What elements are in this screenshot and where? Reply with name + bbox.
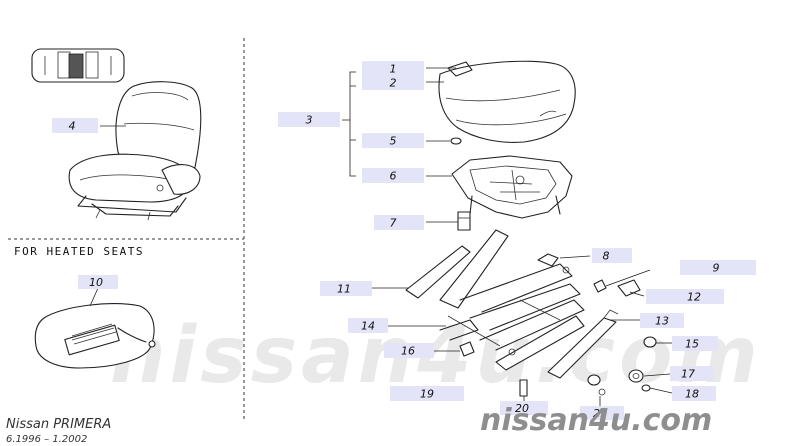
- nut-part-17-illustration: [628, 369, 644, 383]
- seat-heater-pad-illustration: [34, 303, 156, 369]
- leader-lines: [89, 67, 673, 406]
- svg-text:2: 2: [390, 77, 397, 90]
- bolt-part-20-illustration: [519, 379, 528, 397]
- svg-text:20: 20: [515, 402, 529, 415]
- svg-text:12: 12: [687, 291, 701, 304]
- callout-labels: 1 2 3 4 5 6 7 8: [52, 61, 756, 420]
- footer-period: 6.1996 – 1.2002: [6, 434, 87, 445]
- heated-seats-heading: FOR HEATED SEATS: [14, 245, 144, 258]
- callout-13: 13: [640, 313, 684, 328]
- callout-4: 4: [52, 118, 98, 133]
- svg-text:8: 8: [603, 250, 610, 263]
- hog-ring-illustration: [450, 137, 462, 145]
- callout-21: 21: [580, 406, 624, 420]
- callout-5: 5: [362, 133, 424, 148]
- svg-text:9: 9: [713, 262, 720, 275]
- svg-text:7: 7: [390, 217, 397, 230]
- vehicle-location-icon: [31, 48, 125, 83]
- callout-7: 7: [374, 215, 424, 230]
- cap-part-15-illustration: [643, 336, 657, 348]
- callout-17: 17: [670, 366, 714, 381]
- callout-1: 1: [362, 61, 424, 76]
- svg-text:3: 3: [306, 114, 313, 127]
- bolt-part-16-illustration: [459, 341, 475, 357]
- callout-11: 11: [320, 281, 372, 296]
- front-seat-assembly-illustration: [68, 81, 202, 221]
- cushion-frame-illustration: [451, 155, 573, 219]
- svg-text:17: 17: [681, 368, 695, 381]
- svg-text:11: 11: [337, 283, 351, 296]
- svg-text:6: 6: [390, 170, 397, 183]
- knob-part-8-illustration: [537, 253, 559, 267]
- seat-slide-frame-illustration: [405, 229, 619, 379]
- callout-20: 20: [500, 401, 548, 415]
- bolt-part-9-illustration: [593, 269, 651, 293]
- svg-text:4: 4: [69, 120, 76, 133]
- svg-text:19: 19: [420, 388, 434, 401]
- svg-text:14: 14: [361, 320, 375, 333]
- svg-text:1: 1: [390, 63, 397, 76]
- svg-text:15: 15: [685, 338, 699, 351]
- callout-9: 9: [680, 260, 756, 275]
- callout-12: 12: [646, 289, 724, 304]
- callout-16: 16: [384, 343, 434, 358]
- watermark-corner: nissan4u.com: [480, 403, 712, 438]
- svg-text:21: 21: [593, 407, 607, 420]
- callout-19: 19: [390, 386, 464, 401]
- callout-14: 14: [348, 318, 388, 333]
- callout-15: 15: [672, 336, 718, 351]
- callout-3: 3: [278, 112, 340, 127]
- svg-text:5: 5: [390, 135, 397, 148]
- seat-cushion-trim-illustration: [438, 60, 576, 143]
- footer-model: Nissan PRIMERA: [6, 417, 111, 432]
- cover-part-12-illustration: [617, 279, 641, 297]
- callout-10: 10: [78, 275, 118, 289]
- svg-text:10: 10: [89, 276, 103, 289]
- svg-text:18: 18: [685, 388, 699, 401]
- callout-2: 2: [362, 75, 424, 90]
- washer-part-21-illustration: [587, 374, 606, 396]
- svg-text:13: 13: [655, 315, 669, 328]
- svg-text:16: 16: [401, 345, 415, 358]
- callout-8: 8: [592, 248, 632, 263]
- group-bracket: [342, 71, 356, 177]
- heater-connector-illustration: [457, 211, 471, 231]
- callout-6: 6: [362, 168, 424, 183]
- callout-18: 18: [672, 386, 716, 401]
